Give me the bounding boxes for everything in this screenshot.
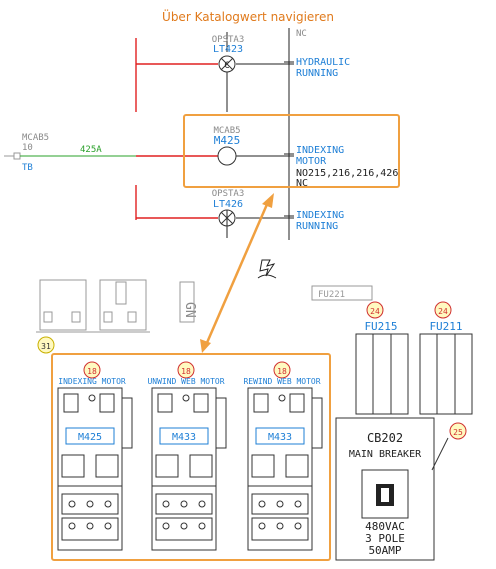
starter-m433-rewind[interactable]: 18 REWIND WEB MOTOR M433: [243, 361, 323, 551]
breaker-label: MAIN BREAKER: [349, 449, 422, 460]
starter-label: REWIND WEB MOTOR: [243, 377, 320, 386]
badge-24b: 24: [438, 307, 448, 316]
motor-m425-symbol[interactable]: [217, 146, 237, 166]
fu-partial: FU221: [318, 290, 345, 300]
bottom-lt[interactable]: LT426: [213, 199, 243, 210]
left-num: 10: [22, 143, 33, 153]
page-title: Über Katalogwert navigieren: [162, 10, 334, 24]
left-tag: MCAB5: [22, 133, 49, 143]
svg-text:18: 18: [181, 367, 191, 376]
left-tb[interactable]: TB: [22, 163, 33, 173]
motor-desc-2: MOTOR: [296, 156, 327, 167]
breaker-rating-2: 3 POLE: [365, 532, 405, 545]
left-terminal[interactable]: [13, 152, 21, 160]
navigation-arrow: [200, 193, 274, 353]
starter-m433-unwind[interactable]: 18 UNWIND WEB MOTOR M433: [147, 361, 227, 551]
badge-31: 31: [37, 336, 55, 354]
c-symbol: C: [224, 61, 229, 71]
highlight-box-starters: [51, 353, 331, 561]
breaker-rating-3: 50AMP: [368, 544, 401, 557]
gnd-text: GN: [182, 302, 197, 318]
pilot-light-lt426[interactable]: [218, 209, 236, 227]
starter-badge: [273, 361, 291, 379]
pilot-light-lt423[interactable]: C: [218, 55, 236, 73]
starter-badge: [83, 361, 101, 379]
motor-desc-1: INDEXING: [296, 145, 344, 156]
wire-label: 425A: [80, 145, 102, 155]
starter-badge: [177, 361, 195, 379]
bottom-desc-2: RUNNING: [296, 221, 338, 232]
badge-24a: 24: [370, 307, 380, 316]
bottom-tag: OPSTA3: [212, 189, 245, 199]
svg-text:18: 18: [277, 367, 287, 376]
fu215-label: FU215: [364, 320, 397, 333]
left-panel-components: [36, 279, 150, 333]
motor-nc: NC: [296, 178, 308, 189]
top-desc-2: RUNNING: [296, 68, 338, 79]
fuse-fu211[interactable]: 24 FU211: [419, 301, 473, 415]
top-lt[interactable]: LT423: [213, 44, 243, 55]
svg-text:18: 18: [87, 367, 97, 376]
motor-refs[interactable]: NO215,216,216,426: [296, 168, 398, 179]
top-desc-1: HYDRAULIC: [296, 57, 350, 68]
motor-tag: MCAB5: [213, 126, 240, 136]
navigate-cursor-icon: [257, 259, 277, 279]
breaker-id: CB202: [367, 431, 403, 445]
motor-id[interactable]: M425: [214, 134, 241, 147]
starter-label: INDEXING MOTOR: [58, 377, 126, 386]
starter-m425[interactable]: 18 INDEXING MOTOR M425: [57, 361, 133, 551]
starter-id: M425: [78, 432, 102, 443]
starter-id: M433: [268, 432, 292, 443]
top-tag: OPSTA3: [212, 35, 245, 45]
highlight-box-schematic: [183, 114, 400, 188]
breaker-rating-1: 480VAC: [365, 520, 405, 533]
svg-text:31: 31: [41, 342, 51, 351]
fuse-fu215[interactable]: 24 FU215: [355, 301, 409, 415]
main-breaker-cb202[interactable]: 25 CB202 MAIN BREAKER 480VAC 3 POLE 50AM…: [335, 417, 467, 561]
starter-id: M433: [172, 432, 196, 443]
fu211-label: FU211: [429, 320, 462, 333]
top-nc: NC: [296, 29, 307, 39]
starter-label: UNWIND WEB MOTOR: [147, 377, 224, 386]
badge-25: 25: [453, 428, 463, 437]
bottom-desc-1: INDEXING: [296, 210, 344, 221]
